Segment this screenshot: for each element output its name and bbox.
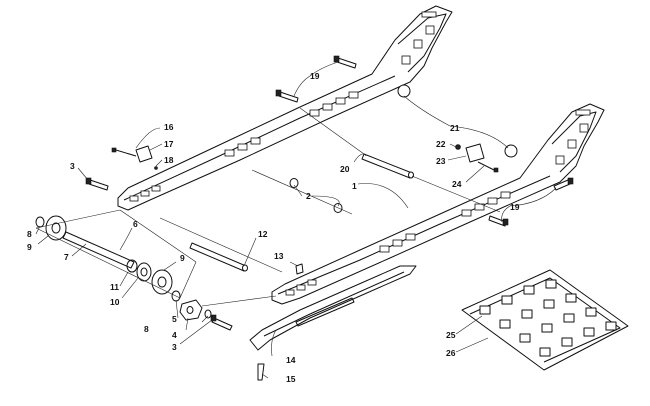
callout-10: 10 bbox=[110, 297, 120, 307]
callout-25: 25 bbox=[446, 330, 456, 340]
assembly-lines bbox=[35, 107, 501, 307]
rear-rail-holes bbox=[129, 11, 437, 202]
bolt-3-lower bbox=[210, 314, 233, 331]
front-rail-holes bbox=[285, 109, 591, 296]
screw-24 bbox=[477, 161, 499, 173]
callout-19-lower: 19 bbox=[510, 202, 520, 212]
callout-17: 17 bbox=[164, 139, 174, 149]
callout-8-upper: 8 bbox=[27, 229, 32, 239]
callout-3-upper: 3 bbox=[70, 161, 75, 171]
pin-18 bbox=[154, 166, 158, 170]
bolt-3-upper bbox=[85, 177, 109, 191]
circlip-11 bbox=[126, 259, 138, 273]
track-cleats bbox=[479, 279, 617, 357]
wheel-9-right bbox=[151, 269, 173, 295]
bolt-19-lower bbox=[488, 215, 509, 227]
cross-shaft-20 bbox=[361, 153, 414, 179]
bearing-10 bbox=[136, 262, 152, 282]
callout-22: 22 bbox=[436, 139, 446, 149]
callout-2: 2 bbox=[306, 191, 311, 201]
callout-7: 7 bbox=[64, 252, 69, 262]
callout-18: 18 bbox=[164, 155, 174, 165]
stud-13 bbox=[295, 263, 304, 275]
ring-8-left bbox=[35, 216, 45, 228]
callout-3-lower: 3 bbox=[172, 342, 177, 352]
bolt-19-upper bbox=[333, 55, 357, 69]
screw-16 bbox=[111, 147, 137, 157]
callout-labels: 1 2 3 3 4 5 6 7 8 8 9 9 10 11 12 13 14 1… bbox=[27, 71, 520, 384]
callout-21: 21 bbox=[450, 123, 460, 133]
spacer-2-a bbox=[289, 178, 299, 188]
callout-9-upper: 9 bbox=[27, 242, 32, 252]
slide-14 bbox=[249, 265, 417, 351]
leader-lines bbox=[35, 61, 557, 379]
cross-shaft-12 bbox=[189, 242, 248, 272]
callout-8-lower: 8 bbox=[144, 324, 149, 334]
bracket-5 bbox=[179, 299, 203, 321]
rear-rail bbox=[117, 5, 453, 211]
callout-14: 14 bbox=[286, 355, 296, 365]
washer-4 bbox=[204, 309, 212, 319]
callout-23: 23 bbox=[436, 156, 446, 166]
track-assembly bbox=[461, 269, 629, 371]
block-17 bbox=[135, 145, 153, 163]
callout-5: 5 bbox=[172, 314, 177, 324]
callout-12: 12 bbox=[258, 229, 268, 239]
callout-26: 26 bbox=[446, 348, 456, 358]
callout-16: 16 bbox=[164, 122, 174, 132]
callout-6: 6 bbox=[133, 219, 138, 229]
callout-13: 13 bbox=[274, 251, 284, 261]
wheel-9-left bbox=[45, 215, 67, 241]
callout-11: 11 bbox=[110, 282, 119, 292]
bushing-21-a bbox=[397, 84, 411, 98]
front-rail bbox=[271, 103, 605, 305]
callout-24: 24 bbox=[452, 179, 462, 189]
axle-7 bbox=[62, 231, 135, 269]
callout-20: 20 bbox=[340, 164, 350, 174]
nut-22 bbox=[455, 144, 461, 150]
callout-9-right: 9 bbox=[180, 253, 185, 263]
block-23 bbox=[465, 143, 485, 163]
callout-19-upper: 19 bbox=[310, 71, 320, 81]
screw-15 bbox=[257, 363, 265, 381]
callout-4: 4 bbox=[172, 330, 177, 340]
callout-1: 1 bbox=[352, 181, 357, 191]
callout-15: 15 bbox=[286, 374, 296, 384]
bolt-19-left bbox=[275, 89, 299, 103]
